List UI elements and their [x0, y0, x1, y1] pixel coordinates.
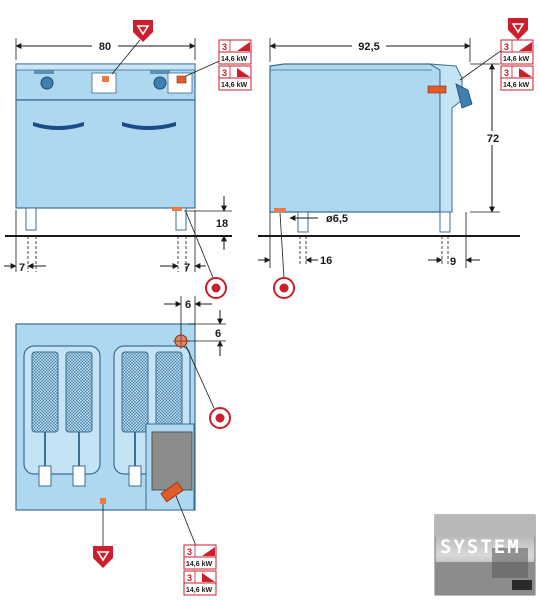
svg-text:14,6 kW: 14,6 kW	[186, 587, 212, 594]
drain-symbol-side	[508, 18, 528, 40]
svg-text:14,6 kW: 14,6 kW	[186, 561, 212, 568]
right-connection-marker-icon	[176, 75, 187, 84]
top-flue-cover	[151, 431, 193, 491]
gas-connection-symbol-front	[205, 277, 227, 299]
side-depth-label: 92,5	[358, 41, 379, 53]
svg-text:3: 3	[504, 68, 509, 78]
svg-text:3: 3	[504, 42, 509, 52]
front-width-label: 80	[99, 41, 111, 53]
basket-2	[65, 351, 93, 433]
top-connection-marker-icon	[160, 481, 184, 503]
svg-text:14,6 kW: 14,6 kW	[221, 56, 247, 63]
front-height-leg-label: 18	[216, 218, 228, 230]
side-body	[269, 63, 441, 213]
power-badge-top: 3 14,6 kW 3 14,6 kW	[183, 544, 217, 596]
side-gas-inlet-marker	[274, 208, 286, 212]
front-left-offset-label: 7	[19, 262, 25, 274]
side-offset-9-label: 9	[450, 256, 456, 268]
side-offset-16-label: 16	[320, 255, 332, 267]
left-knob-icon	[40, 76, 54, 90]
power-badge-front: 3 14,6 kW 3 14,6 kW	[218, 39, 252, 91]
front-left-foot	[25, 207, 37, 231]
svg-text:14,6 kW: 14,6 kW	[221, 82, 247, 89]
drain-symbol-front	[133, 20, 153, 42]
side-knob-icon	[455, 83, 473, 109]
left-connection-marker-icon	[102, 76, 109, 82]
basket-1	[31, 351, 59, 433]
right-door-handle	[122, 122, 176, 130]
drain-symbol-top	[93, 546, 113, 568]
front-right-offset-label: 7	[184, 262, 190, 274]
basket-3	[121, 351, 149, 433]
svg-text:14,6 kW: 14,6 kW	[503, 56, 529, 63]
side-connection-marker-icon	[427, 85, 447, 94]
svg-text:3: 3	[187, 547, 192, 557]
gas-connection-symbol-top	[209, 407, 231, 429]
gas-connection-symbol-side	[273, 277, 295, 299]
top-view: 6 6	[15, 296, 226, 547]
front-gas-inlet-marker	[172, 207, 182, 211]
front-cabinet	[15, 99, 196, 209]
left-door-handle	[33, 122, 84, 130]
svg-text:3: 3	[222, 42, 227, 52]
svg-text:3: 3	[187, 573, 192, 583]
power-badge-side: 3 14,6 kW 3 14,6 kW	[500, 39, 534, 91]
basket-4	[155, 351, 183, 433]
system-logo: SYSTEM	[434, 514, 536, 596]
side-front-panel	[429, 63, 463, 213]
side-hole-diameter-label: ø6,5	[326, 213, 348, 225]
top-offset-y-label: 6	[215, 328, 221, 340]
top-offset-x-label: 6	[185, 299, 191, 311]
logo-text: SYSTEM	[440, 536, 521, 558]
side-view: 92,5 72 ø6,5 16 9	[258, 38, 520, 279]
left-label-plate	[91, 72, 117, 94]
svg-text:3: 3	[222, 68, 227, 78]
right-knob-icon	[153, 76, 167, 90]
svg-text:14,6 kW: 14,6 kW	[503, 82, 529, 89]
front-view: 80 7 7	[4, 38, 232, 281]
side-height-label: 72	[487, 133, 499, 145]
